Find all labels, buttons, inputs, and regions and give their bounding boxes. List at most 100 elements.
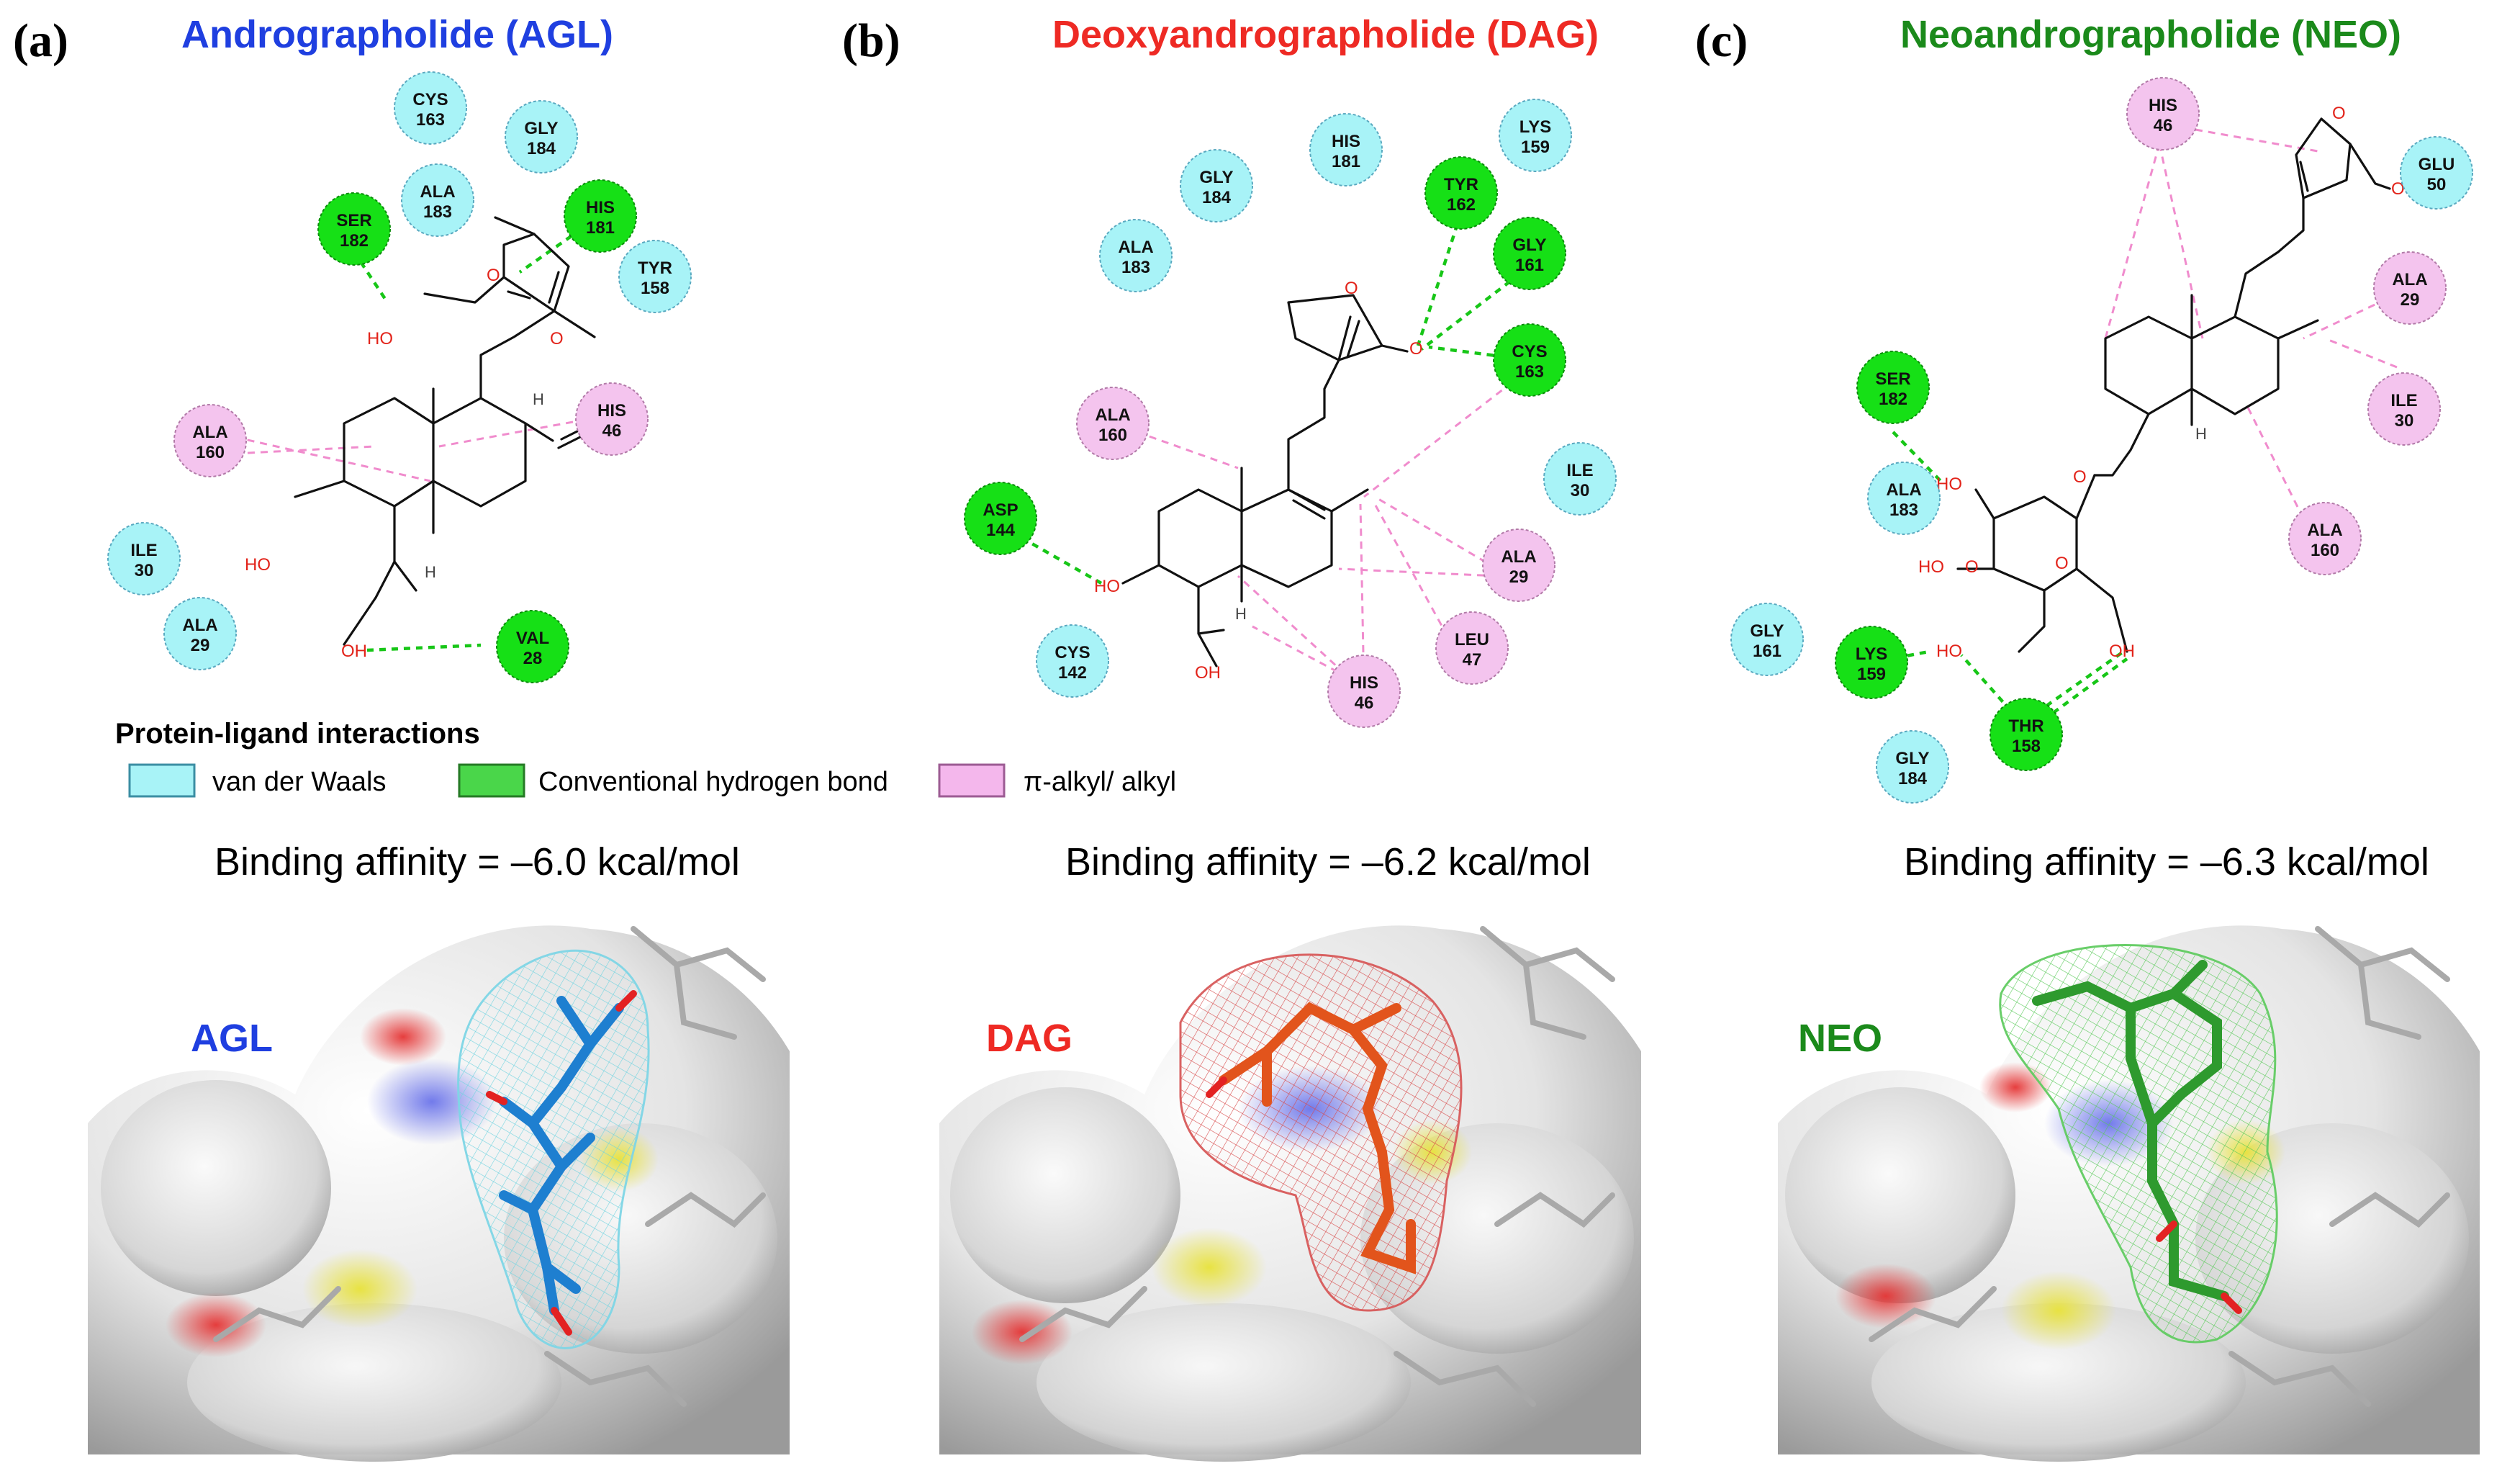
- legend-title: Protein-ligand interactions: [115, 718, 480, 750]
- atom-label: H: [425, 563, 436, 581]
- residue-name: CYS: [1512, 342, 1547, 361]
- residue-number: 184: [1202, 188, 1232, 207]
- panel-c-ligand-label: NEO: [1798, 1017, 1882, 1060]
- residue-number: 181: [586, 218, 615, 238]
- residue-number: 159: [1857, 665, 1886, 684]
- hbond-line: [353, 251, 387, 300]
- atom-label: HO: [245, 555, 271, 575]
- residue-circle: [618, 240, 692, 313]
- residue-number: 182: [1879, 390, 1907, 409]
- residue-number: 29: [2401, 290, 2420, 310]
- legend-swatch-hbond: [458, 763, 525, 798]
- panel-b-label: (b): [842, 14, 900, 67]
- panel-a-affinity: Binding affinity = –6.0 kcal/mol: [214, 840, 740, 883]
- panel-b-docking-render: DAG: [939, 893, 1641, 1462]
- panel-c-title: Neoandrographolide (NEO): [1900, 13, 2401, 56]
- residue-name: GLU: [2419, 155, 2455, 174]
- residue-circle: [2288, 502, 2362, 575]
- residue-number: 161: [1753, 642, 1781, 661]
- panel-a-ligand-structure: [294, 216, 596, 646]
- residue-number: 160: [196, 443, 225, 462]
- panel-b-ligand-label: DAG: [986, 1017, 1072, 1060]
- atom-label: OH: [2109, 642, 2135, 661]
- residue-number: 182: [340, 231, 369, 251]
- atom-label: O: [2073, 467, 2087, 487]
- residue-name: ALA: [192, 423, 227, 442]
- legend-swatch-alkyl: [938, 763, 1006, 798]
- panel-a-interaction-lines: [234, 228, 583, 652]
- panel-c-ligand-structure: [1956, 117, 2391, 653]
- atom-label: O: [2055, 554, 2069, 573]
- residue-number: 46: [1355, 693, 1374, 713]
- residue-circle: [401, 163, 474, 237]
- legend-label-alkyl: π-alkyl/ alkyl: [1024, 767, 1176, 797]
- alkyl-line: [2158, 143, 2204, 339]
- hbond-line: [2025, 650, 2125, 721]
- residue-number: 163: [416, 110, 445, 130]
- residue-name: ALA: [2392, 270, 2427, 289]
- residue-circle: [1180, 149, 1253, 222]
- panel-a-label: (a): [13, 14, 68, 67]
- residue-name: GLY: [1199, 168, 1233, 187]
- residue-name: LEU: [1455, 630, 1489, 649]
- residue-circle: [505, 100, 578, 174]
- residue-number: 161: [1515, 256, 1544, 275]
- residue-circle: [1036, 624, 1109, 698]
- residue-name: ILE: [130, 541, 157, 560]
- alkyl-line: [234, 436, 431, 482]
- residue-circle: [496, 610, 569, 683]
- residue-name: CYS: [1054, 643, 1090, 662]
- panel-a-title: Andrographolide (AGL): [181, 13, 613, 56]
- panel-a-ligand-label: AGL: [191, 1017, 273, 1060]
- residue-number: 160: [2311, 541, 2339, 560]
- alkyl-line: [1373, 503, 1455, 649]
- residue-circle: [1076, 387, 1150, 460]
- residue-circle: [394, 71, 467, 145]
- residue-name: ALA: [1118, 238, 1153, 257]
- residue-name: THR: [2008, 716, 2043, 736]
- atom-label: O: [2332, 104, 2346, 123]
- residue-number: 50: [2427, 175, 2447, 194]
- residue-name: GLY: [1750, 621, 1784, 641]
- residue-circle: [163, 597, 237, 670]
- residue-circle: [2367, 372, 2441, 446]
- atom-label: HO: [367, 329, 393, 348]
- alkyl-line: [2324, 337, 2398, 369]
- residue-number: 183: [423, 202, 452, 222]
- hbond-line: [1420, 265, 1531, 351]
- legend-swatch-vdw: [128, 763, 196, 798]
- residue-circle: [1493, 217, 1566, 290]
- legend-label-hbond: Conventional hydrogen bond: [538, 767, 888, 797]
- residue-name: GLY: [1895, 749, 1929, 768]
- residue-number: 183: [1889, 500, 1918, 520]
- residue-number: 142: [1058, 663, 1087, 683]
- residue-name: ASP: [983, 500, 1018, 520]
- residue-number: 159: [1521, 138, 1550, 157]
- residue-name: HIS: [586, 198, 615, 217]
- residue-circle: [564, 179, 637, 253]
- residue-number: 46: [2154, 116, 2173, 135]
- residue-circle: [1327, 655, 1401, 728]
- residue-circle: [1867, 462, 1941, 535]
- residue-number: 46: [602, 421, 622, 441]
- panel-b-title: Deoxyandrographolide (DAG): [1052, 13, 1599, 56]
- residue-name: HIS: [1332, 132, 1360, 151]
- atom-label: HO: [1918, 557, 1944, 577]
- residue-name: HIS: [2149, 96, 2177, 115]
- residue-number: 144: [986, 521, 1016, 540]
